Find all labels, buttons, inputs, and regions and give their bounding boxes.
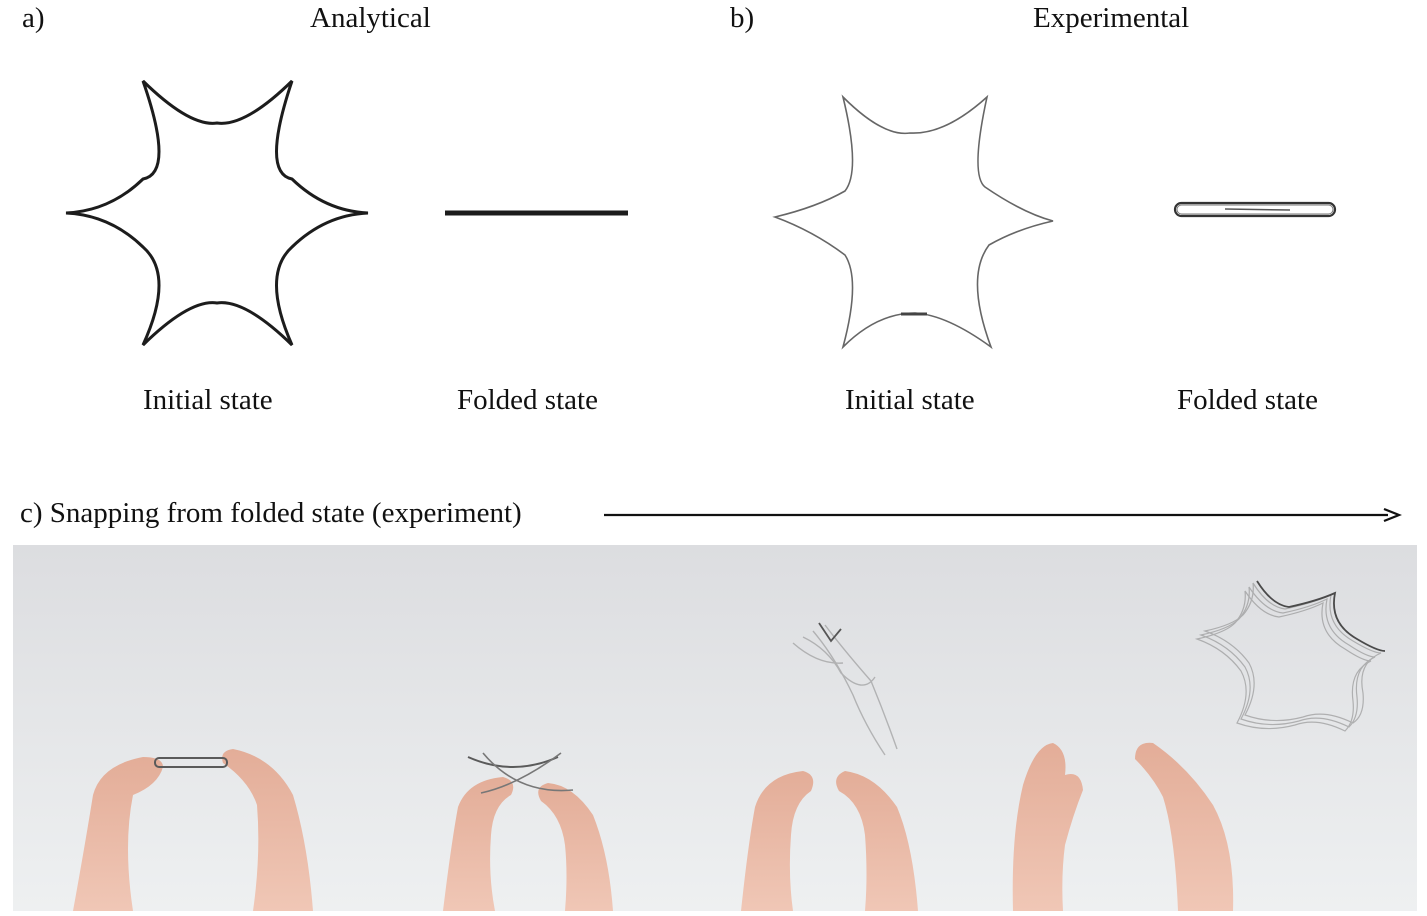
photo-frame-2 (360, 545, 693, 911)
photo-frame-1 (13, 545, 360, 911)
analytical-initial-label: Initial state (143, 384, 273, 416)
panel-b-label: b) (730, 2, 755, 34)
experimental-initial-label: Initial state (845, 384, 975, 416)
experimental-initial-star (772, 94, 1054, 350)
photo-frame-4 (993, 545, 1417, 911)
time-arrow (604, 507, 1402, 523)
panel-a-title: Analytical (310, 2, 431, 34)
panel-c-title: c) Snapping from folded state (experimen… (20, 497, 522, 529)
panel-b-title: Experimental (1033, 2, 1190, 34)
experimental-folded-label: Folded state (1177, 384, 1318, 416)
experimental-folded-loop (1173, 201, 1337, 218)
panel-a-label: a) (22, 2, 45, 34)
analytical-initial-star (65, 79, 369, 347)
analytical-folded-label: Folded state (457, 384, 598, 416)
photo-frame-3 (693, 545, 993, 911)
analytical-folded-line (445, 210, 628, 216)
photo-sequence (13, 545, 1417, 911)
